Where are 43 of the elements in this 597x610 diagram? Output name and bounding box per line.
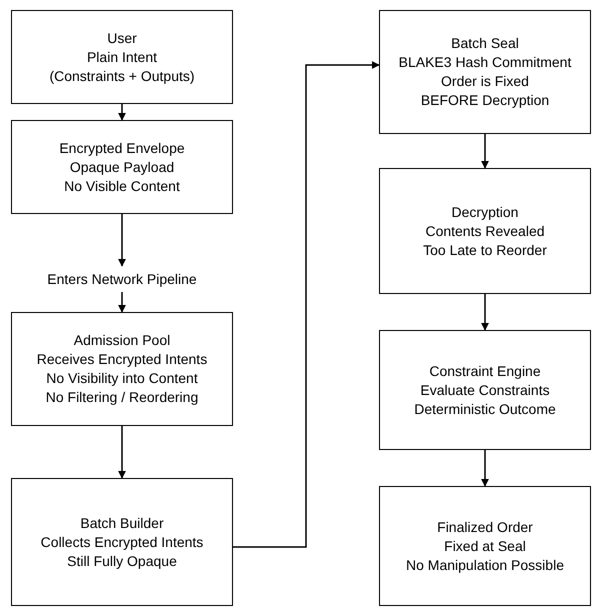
process-box bbox=[11, 10, 233, 104]
box-text: Too Late to Reorder bbox=[423, 240, 547, 260]
box-text: Admission Pool bbox=[74, 331, 170, 350]
box-text: Finalized Order bbox=[437, 518, 533, 536]
box-text: Plain Intent bbox=[86, 48, 158, 66]
box-text: BEFORE Decryption bbox=[420, 91, 550, 110]
box-text: Still Fully Opaque bbox=[67, 552, 177, 570]
box-text: Receives Encrypted Intents bbox=[36, 350, 208, 369]
arrow bbox=[118, 104, 126, 121]
arrow bbox=[118, 292, 126, 313]
box-text: No Manipulation Possible bbox=[406, 556, 564, 574]
box-text: Constraint Engine bbox=[429, 362, 541, 380]
process-box bbox=[379, 10, 591, 134]
arrow bbox=[481, 134, 489, 169]
process-box bbox=[379, 168, 591, 294]
process-box bbox=[379, 486, 591, 606]
process-box bbox=[379, 330, 591, 450]
arrow bbox=[118, 426, 126, 479]
box-text: Fixed at Seal bbox=[444, 536, 526, 556]
box-text: Deterministic Outcome bbox=[414, 400, 556, 418]
box-text: User bbox=[107, 28, 137, 48]
box-text: No Visible Content bbox=[64, 176, 180, 196]
box-text: Batch Seal bbox=[451, 34, 519, 53]
box-text: Order is Fixed bbox=[441, 72, 529, 91]
box-text: No Visibility into Content bbox=[46, 369, 198, 388]
process-box bbox=[11, 478, 233, 606]
box-text: Contents Revealed bbox=[425, 222, 545, 240]
box-text: Batch Builder bbox=[80, 514, 164, 532]
box-text: Collects Encrypted Intents bbox=[40, 532, 204, 552]
box-text: BLAKE3 Hash Commitment bbox=[398, 53, 572, 72]
box-text: (Constraints + Outputs) bbox=[49, 66, 195, 86]
arrow bbox=[233, 61, 380, 548]
box-text: Evaluate Constraints bbox=[420, 380, 550, 400]
box-text: Opaque Payload bbox=[70, 158, 174, 176]
box-text: Decryption bbox=[452, 202, 518, 222]
process-box bbox=[11, 120, 233, 214]
box-text: No Filtering / Reordering bbox=[46, 388, 198, 407]
arrow bbox=[118, 214, 126, 267]
process-box bbox=[11, 312, 233, 426]
box-text: Encrypted Envelope bbox=[59, 138, 185, 158]
arrow bbox=[481, 450, 489, 487]
arrow bbox=[481, 294, 489, 331]
flow-label: Enters Network Pipeline bbox=[40, 269, 204, 289]
